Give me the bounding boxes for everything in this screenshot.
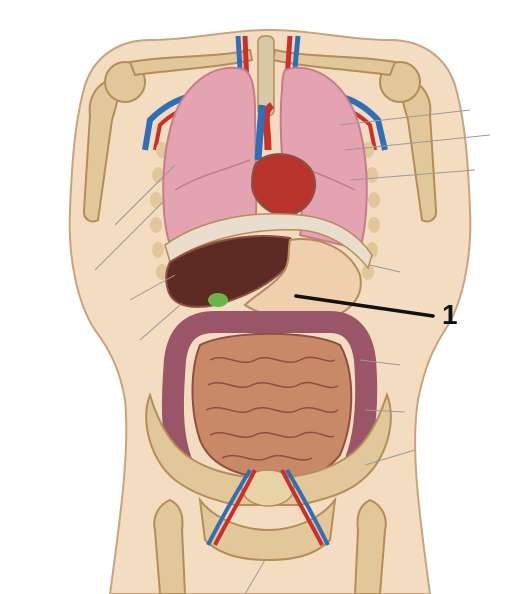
gallbladder — [208, 293, 228, 307]
marker-label-1: 1 — [442, 299, 458, 330]
small-intestine — [193, 334, 352, 480]
superior-vena-cava — [258, 105, 262, 160]
heart — [252, 154, 315, 215]
trachea — [258, 36, 274, 116]
left-femur — [154, 500, 185, 594]
right-femur — [355, 500, 386, 594]
